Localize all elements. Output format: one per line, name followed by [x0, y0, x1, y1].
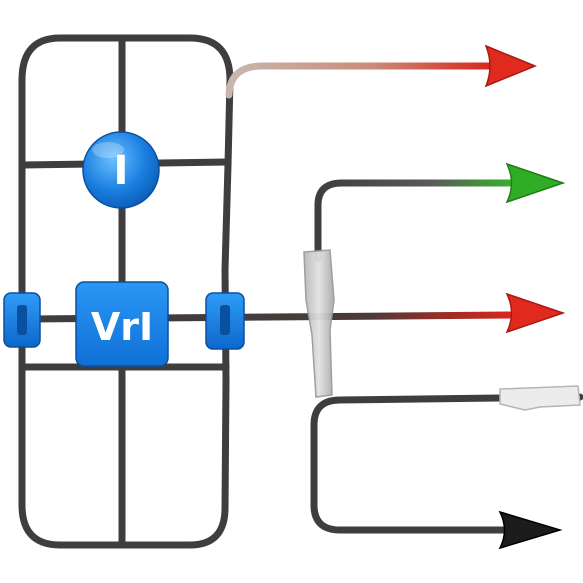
wire-lower-loop: [310, 393, 583, 534]
arrow-green: [505, 162, 566, 204]
frame-outline: [18, 34, 234, 549]
arrow-middle-red: [505, 292, 566, 334]
wire-top-red: [225, 62, 494, 99]
cable-sleeve: [303, 249, 335, 398]
circle-node-glyph: I: [114, 148, 129, 194]
box-node-text: VrI: [91, 305, 153, 349]
clip-left: [3, 292, 41, 348]
box-node: VrI: [75, 281, 169, 367]
clip-right: [205, 292, 245, 350]
circle-node: I: [82, 131, 160, 209]
white-terminal: [499, 385, 581, 411]
wire-green: [314, 179, 514, 262]
arrow-black: [498, 510, 563, 550]
arrow-top-red: [484, 44, 537, 88]
